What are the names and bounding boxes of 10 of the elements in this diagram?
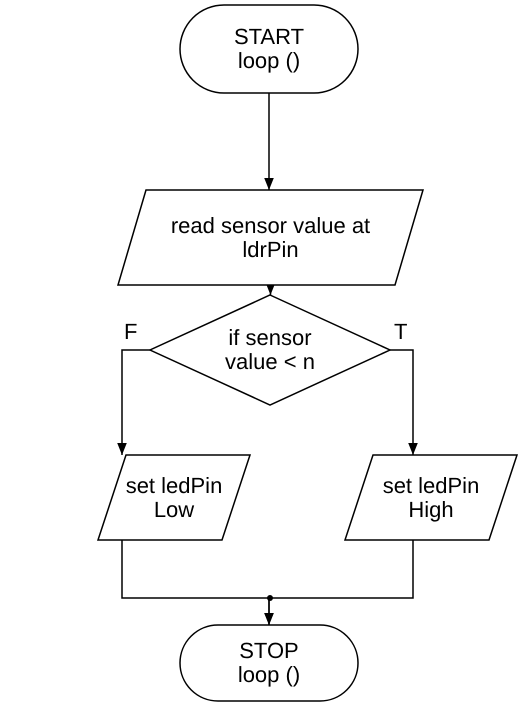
node-label: read sensor value at ldrPin [170,214,372,262]
flow-arrow [264,540,414,625]
node-label: set ledPin Low [124,474,224,522]
node-label: STOP loop () [236,639,302,687]
flow-arrow [390,349,418,455]
flow-arrow [264,93,274,190]
node-label: if sensor value < n [224,326,316,374]
node-label: START loop () [232,25,306,73]
node-label: set ledPin High [382,474,480,522]
flow-arrow [117,349,150,455]
